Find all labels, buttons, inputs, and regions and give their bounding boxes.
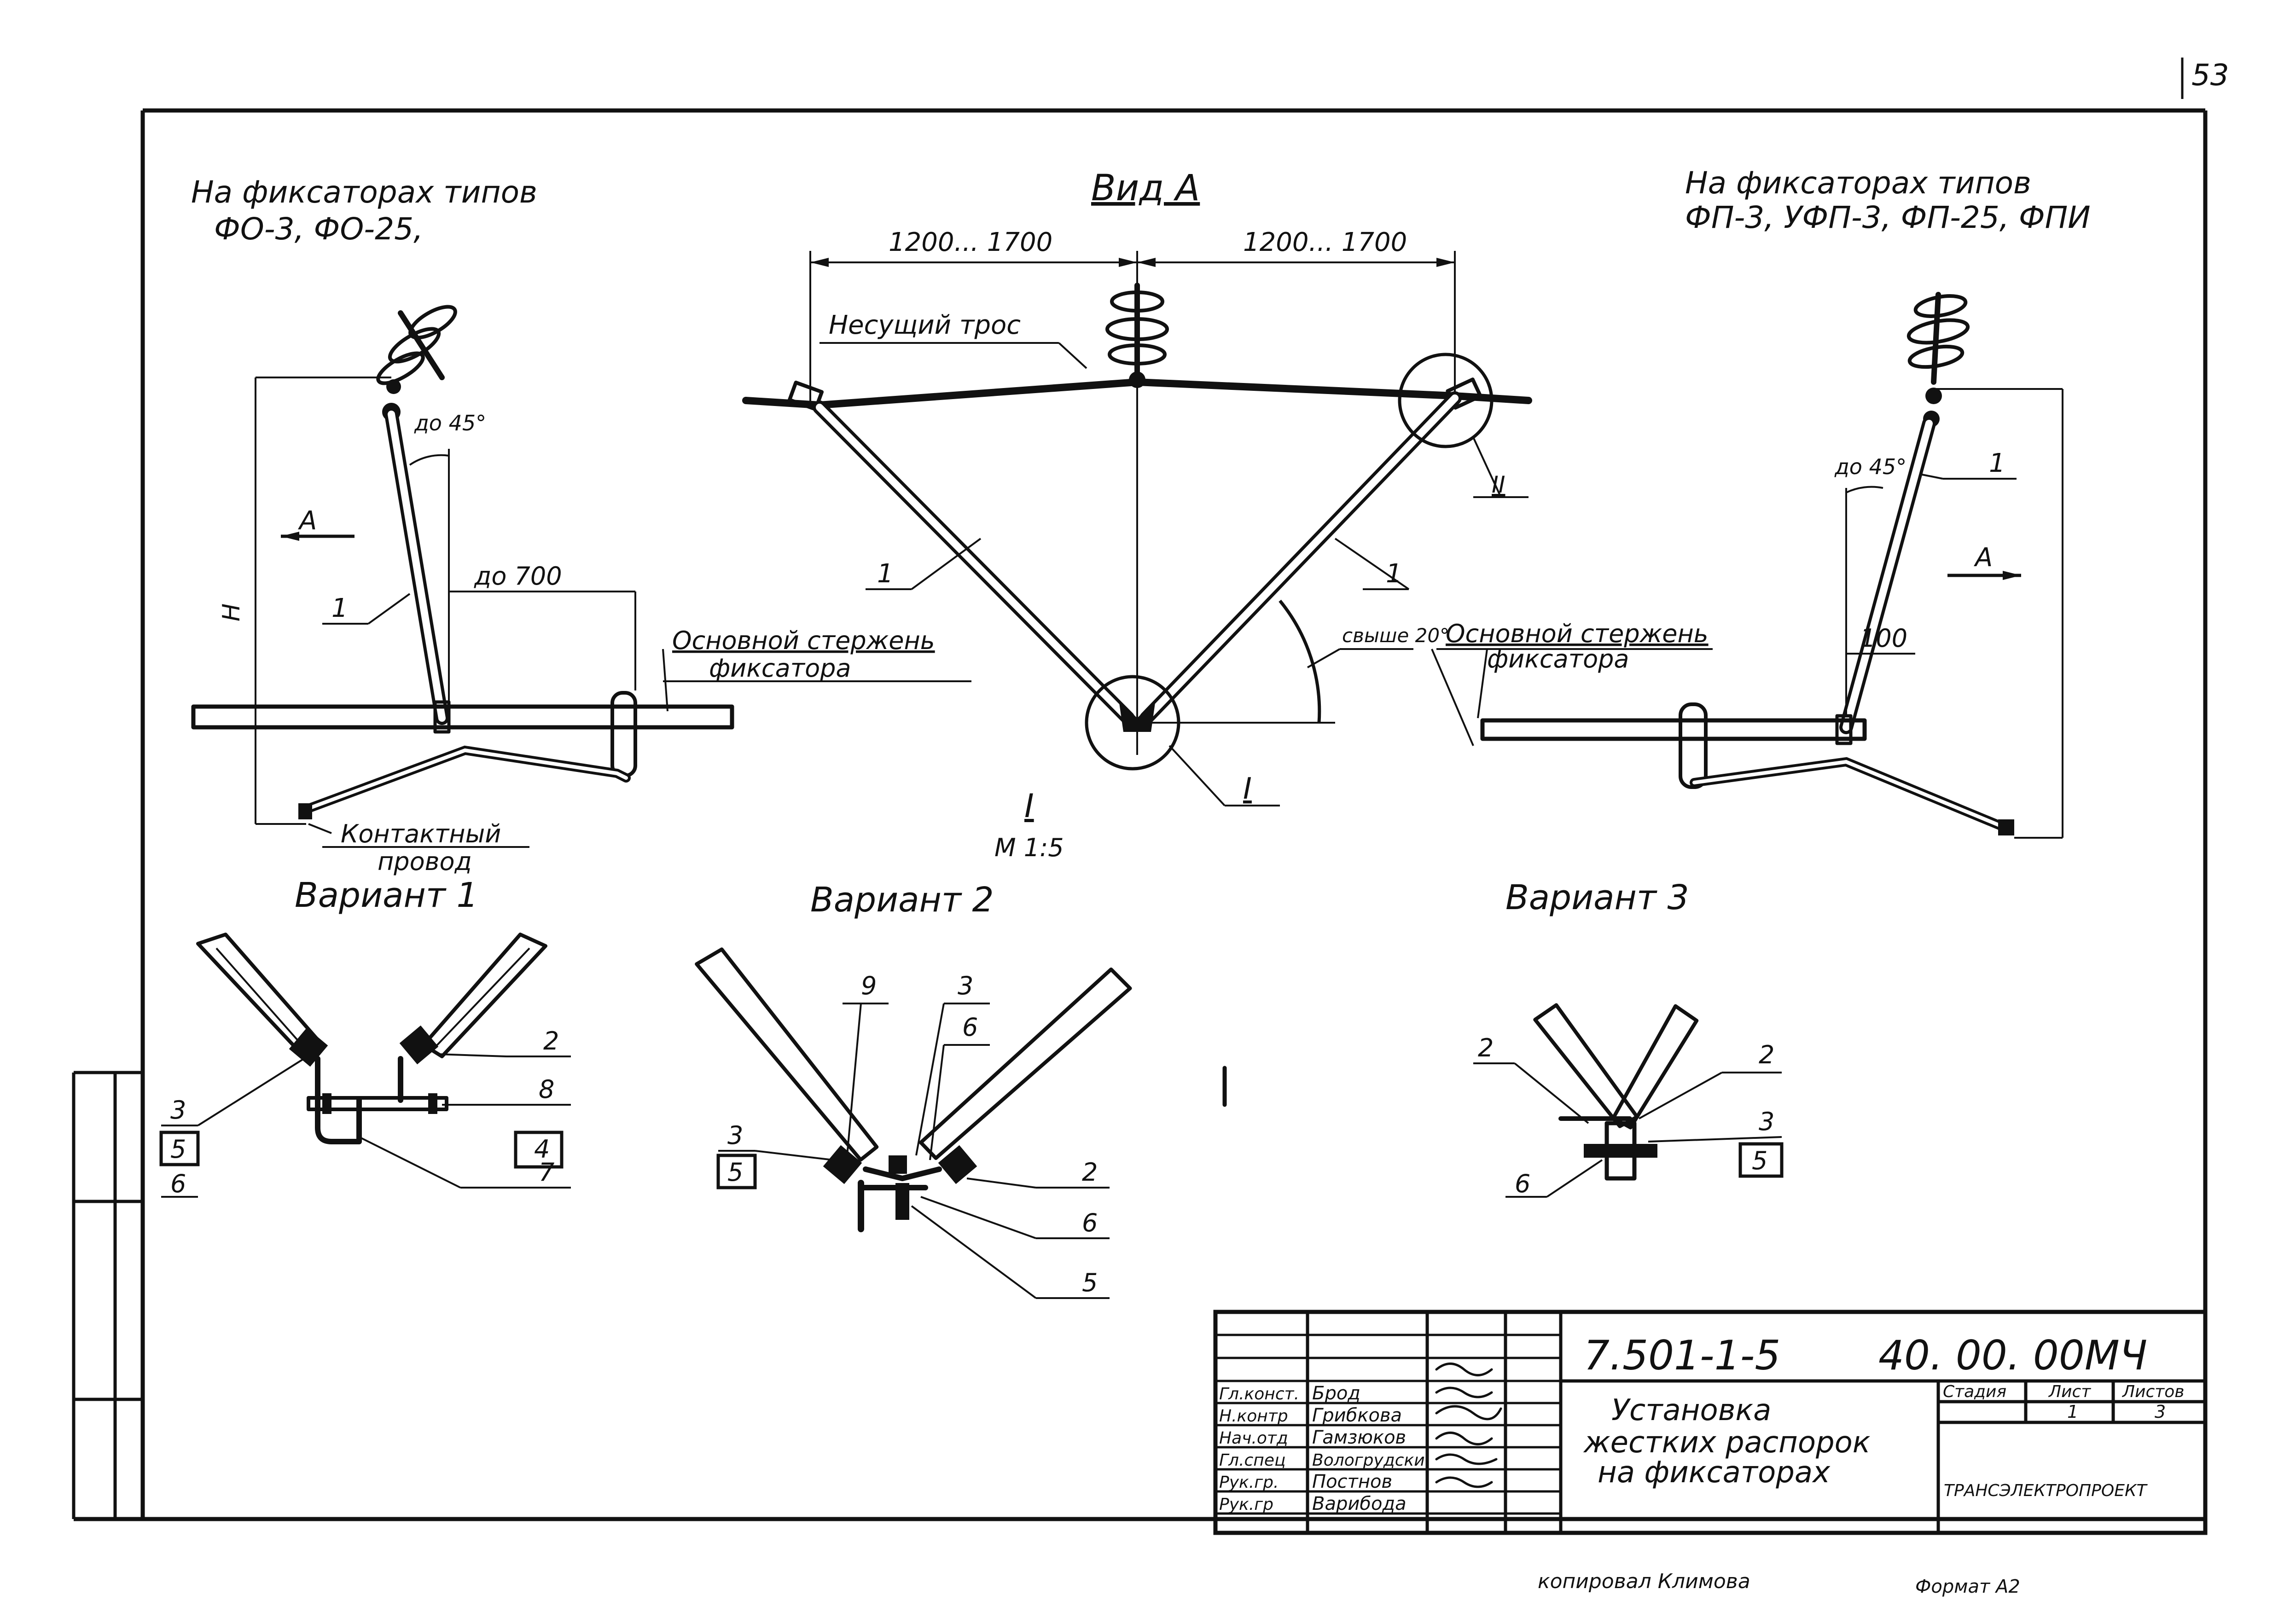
v1-callout-7: 7 <box>539 1158 554 1187</box>
v2-callout-9: 9 <box>861 971 877 1000</box>
v2-callout-5: 5 <box>1082 1268 1098 1297</box>
right-note-line-2: ФП-3, УФП-3, ФП-25, ФПИ <box>1685 200 2091 235</box>
sheets-header: Листов <box>2121 1382 2184 1401</box>
view-a-title: Вид А <box>1091 168 1200 209</box>
angle-label: свыше 20° <box>1342 624 1449 647</box>
stage-header: Стадия <box>1943 1382 2006 1401</box>
v1-callout-5: 5 <box>170 1135 186 1164</box>
view-a-dim-left: 1200... 1700 <box>889 227 1052 257</box>
v2-callout-3-left: 3 <box>727 1121 743 1150</box>
view-a-dim-right: 1200... 1700 <box>1243 227 1407 257</box>
detail-scale: М 1:5 <box>994 833 1064 862</box>
detail-i-marker: I <box>1243 772 1252 806</box>
left-view-drawing <box>191 305 971 848</box>
doc-title-line-2: жестких распорок <box>1583 1426 1871 1460</box>
v3-callout-3: 3 <box>1759 1107 1774 1136</box>
sign-name-1: Брод <box>1312 1383 1360 1404</box>
format-label: Формат А2 <box>1915 1576 2020 1597</box>
variant-2-title: Вариант 2 <box>810 880 994 920</box>
title-block <box>1213 1310 2208 1535</box>
detail-ii-marker: II <box>1492 471 1505 498</box>
v1-callout-2: 2 <box>543 1027 559 1056</box>
insulator-icon <box>1906 292 1970 427</box>
sign-role-3: Нач.отд <box>1219 1429 1288 1448</box>
view-a-main-rod-label-2: фиксатора <box>1487 644 1629 673</box>
sign-role-1: Гл.конст. <box>1219 1385 1299 1404</box>
v2-callout-6: 6 <box>1082 1208 1098 1237</box>
right-view-angle-label: до 45° <box>1834 454 1906 479</box>
sign-role-4: Гл.спец <box>1219 1451 1286 1470</box>
v3-callout-6: 6 <box>1515 1169 1530 1198</box>
v1-callout-8: 8 <box>539 1075 554 1104</box>
right-view-offset-label: 100 <box>1860 624 1907 653</box>
contact-wire-label-1: Контактный <box>341 819 501 848</box>
variant-2-drawing <box>695 947 1132 1299</box>
detail-title: I <box>1024 787 1034 825</box>
doc-number: 40. 00. 00МЧ <box>1878 1332 2147 1379</box>
v2-callout-2: 2 <box>1082 1158 1098 1187</box>
contact-wire-label-2: провод <box>378 847 472 876</box>
right-view-drawing <box>1477 292 2063 839</box>
right-view-a-marker: А <box>1974 543 1993 573</box>
insulator-icon <box>376 305 457 421</box>
v2-callout-3-top: 3 <box>958 971 973 1000</box>
v1-callout-3: 3 <box>170 1096 186 1125</box>
sign-role-6: Рук.гр <box>1219 1495 1273 1514</box>
view-a-callout-1-right: 1 <box>1386 559 1402 589</box>
v2-callout-5-left: 5 <box>727 1158 743 1187</box>
left-view-height-label: Н <box>218 603 245 621</box>
right-note-line-1: На фиксаторах типов <box>1685 165 2031 201</box>
left-view-callout-1: 1 <box>331 593 348 623</box>
sheets-value: 3 <box>2155 1402 2166 1422</box>
variant-1-drawing <box>159 933 571 1198</box>
copied-by: копировал Климова <box>1538 1570 1750 1593</box>
v3-callout-2-left: 2 <box>1478 1033 1494 1062</box>
v1-callout-4: 4 <box>534 1135 550 1164</box>
left-view-offset-label: до 700 <box>474 562 562 591</box>
left-note-line-2: ФО-3, ФО-25, <box>214 211 423 247</box>
view-a-drawing <box>742 251 1713 806</box>
left-view-angle-label: до 45° <box>414 411 486 435</box>
left-view-main-rod-label-2: фиксатора <box>709 654 851 683</box>
v3-callout-2-right: 2 <box>1759 1040 1774 1069</box>
sign-role-2: Н.контр <box>1219 1407 1288 1426</box>
sign-name-2: Грибкова <box>1312 1405 1402 1426</box>
v3-callout-5: 5 <box>1752 1146 1767 1175</box>
right-view-callout-1: 1 <box>1989 448 2005 478</box>
carrier-cable-label: Несущий трос <box>829 310 1021 340</box>
joint-icon <box>1119 700 1156 732</box>
sign-name-3: Гамзюков <box>1312 1427 1406 1448</box>
v1-callout-6: 6 <box>170 1169 186 1198</box>
view-a-callout-1-left: 1 <box>877 559 894 589</box>
organization-name: ТРАНСЭЛЕКТРОПРОЕКТ <box>1944 1481 2148 1500</box>
insulator-icon <box>1105 283 1169 388</box>
binding-strip <box>72 1071 143 1519</box>
sheet-header: Лист <box>2048 1382 2091 1401</box>
left-view-main-rod-label-1: Основной стержень <box>672 626 935 655</box>
doc-title-line-1: Установка <box>1611 1393 1771 1427</box>
page-number: 53 <box>2191 58 2229 93</box>
left-note-line-1: На фиксаторах типов <box>191 174 537 210</box>
view-a-main-rod-label-1: Основной стержень <box>1446 619 1709 648</box>
sign-name-4: Вологрудски <box>1312 1451 1425 1470</box>
variant-3-drawing <box>1473 1003 1784 1198</box>
sign-name-6: Варибода <box>1312 1493 1407 1514</box>
v2-callout-6-top: 6 <box>962 1013 978 1042</box>
left-view-a-marker: А <box>298 506 317 536</box>
variant-1-title: Вариант 1 <box>295 876 478 915</box>
doc-title-line-3: на фиксаторах <box>1598 1456 1831 1490</box>
sheet-value: 1 <box>2067 1402 2078 1422</box>
sign-role-5: Рук.гр. <box>1219 1473 1279 1492</box>
sign-name-5: Постнов <box>1312 1471 1392 1492</box>
doc-code: 7.501-1-5 <box>1584 1332 1780 1379</box>
variant-3-title: Вариант 3 <box>1505 878 1689 917</box>
